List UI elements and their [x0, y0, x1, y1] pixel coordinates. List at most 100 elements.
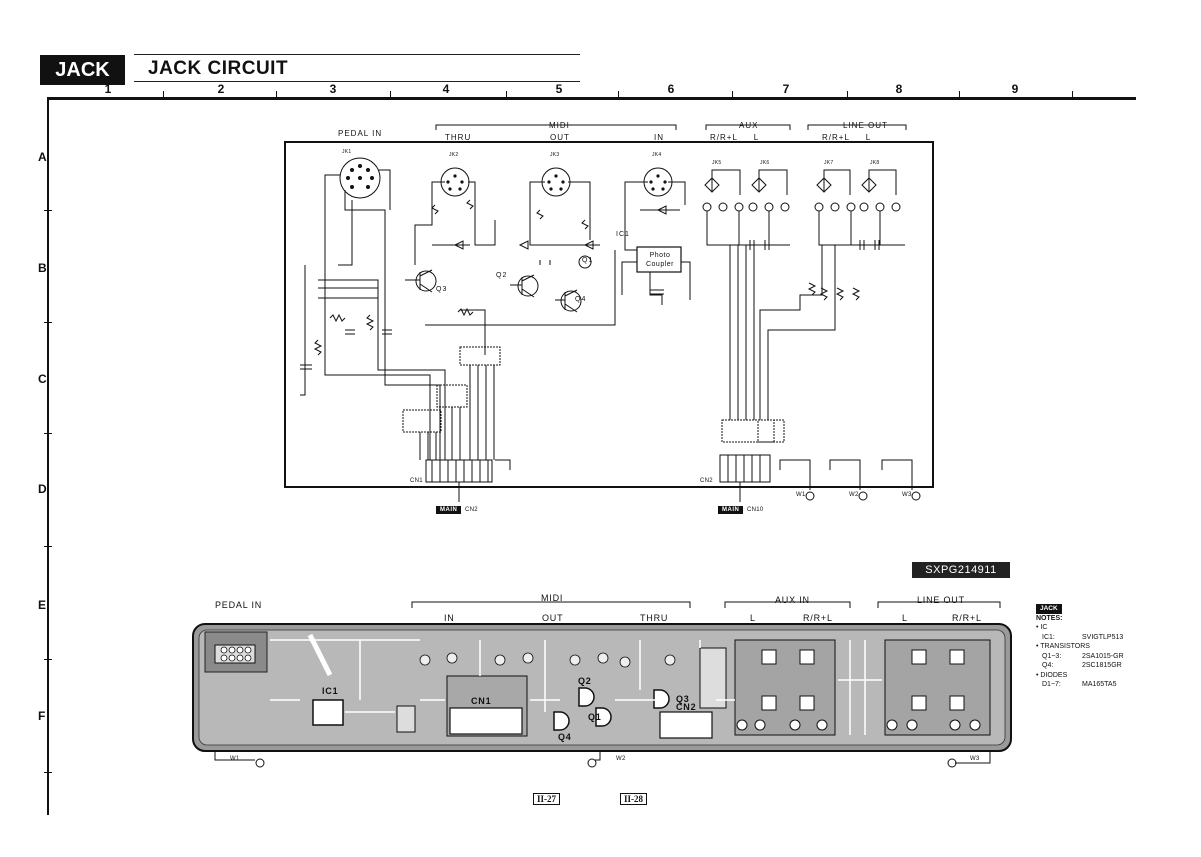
notes-ic1-key: IC1:	[1042, 633, 1055, 641]
schematic-cn1-label: CN1	[410, 478, 423, 484]
column-tick	[847, 91, 848, 99]
notes-d17-key: D1~7:	[1042, 681, 1061, 688]
column-number-1: 1	[104, 82, 112, 96]
row-tick	[44, 322, 52, 323]
section-badge: JACK	[40, 55, 125, 85]
pcb-ic1-label: IC1	[322, 686, 339, 696]
notes-q4-row: Q4: 2SC1815GR	[1036, 661, 1146, 671]
row-letter-b: B	[38, 261, 47, 275]
pcb-w2-label: W2	[616, 756, 626, 762]
row-tick	[44, 210, 52, 211]
pcb-in-label: IN	[444, 613, 455, 623]
row-tick	[44, 546, 52, 547]
pcb-ic1-outline	[312, 699, 344, 726]
jk4-din-socket	[643, 167, 673, 197]
pcb-out-label: OUT	[542, 613, 564, 623]
schematic-ic1-label: IC1	[616, 231, 630, 238]
schematic-pedal-in-label: PEDAL IN	[338, 129, 383, 138]
pcb-w1-label: W1	[230, 756, 240, 762]
notes-d17-value: MA165TA5	[1082, 681, 1117, 688]
jk6-label: JK6	[760, 160, 770, 166]
pcb-aux-in-label: AUX IN	[775, 595, 810, 605]
notes-q13-value: 2SA1015-GR	[1082, 652, 1124, 660]
schematic-out-label: OUT	[550, 133, 570, 142]
aux-terminal-circles	[702, 202, 901, 212]
main-cn10-badge: MAIN	[718, 506, 744, 514]
cn2-connector-box	[719, 454, 771, 483]
pcb-q4-label: Q4	[558, 732, 572, 742]
jk1-label: JK1	[342, 149, 352, 155]
column-number-4: 4	[442, 82, 450, 96]
notes-d17-row: D1~7: MA165TA5	[1036, 680, 1146, 690]
schematic-line-out-channels: R/R+L L	[822, 133, 872, 142]
schematic-in-label: IN	[654, 133, 664, 142]
column-tick	[163, 91, 164, 99]
schematic-w2-label: W2	[849, 492, 859, 498]
notes-title: NOTES:	[1036, 614, 1063, 622]
schematic-w1-label: W1	[796, 492, 806, 498]
schematic-line-out-label: LINE OUT	[843, 121, 888, 130]
jk7-label: JK7	[824, 160, 834, 166]
schematic-aux-label: AUX	[739, 121, 759, 130]
column-ruler	[48, 97, 1136, 100]
schematic-cn2-label: CN2	[700, 478, 713, 484]
jk2-din-socket	[440, 167, 470, 197]
schematic-q3-label: Q3	[436, 286, 448, 293]
row-letter-c: C	[38, 372, 47, 386]
column-tick	[506, 91, 507, 99]
row-letter-d: D	[38, 482, 47, 496]
main-cn2-label: CN2	[465, 507, 478, 513]
board-part-number: SXPG214911	[912, 562, 1010, 578]
cn1-connector-box	[425, 459, 493, 483]
pcb-q4	[553, 711, 570, 731]
l5-filter	[757, 419, 785, 443]
line-out-bracket	[807, 124, 907, 130]
pcb-q2	[578, 687, 595, 707]
title-rule-bottom	[134, 81, 580, 82]
schematic-q4-label: Q4	[575, 296, 587, 303]
title-rule-top	[134, 54, 580, 55]
row-letter-e: E	[38, 598, 47, 612]
l4-filter	[721, 419, 775, 443]
pcb-w3-label: W3	[970, 756, 980, 762]
notes-ic1-row: IC1: SVIGTLP513	[1036, 633, 1146, 643]
schematic-frame	[284, 141, 934, 488]
jk4-label: JK4	[652, 152, 662, 158]
column-number-2: 2	[217, 82, 225, 96]
main-cn2-badge: MAIN	[436, 506, 462, 514]
notes-diodes-heading: • DIODES	[1036, 671, 1068, 679]
notes-q4-key: Q4:	[1042, 662, 1054, 669]
pcb-cn1-label: CN1	[471, 696, 492, 706]
schematic-thru-label: THRU	[445, 133, 472, 142]
column-number-5: 5	[555, 82, 563, 96]
l1-filter	[402, 409, 442, 433]
photo-coupler-box	[636, 246, 682, 273]
column-tick	[390, 91, 391, 99]
jk8-label: JK8	[870, 160, 880, 166]
pcb-pedal-in-label: PEDAL IN	[215, 600, 263, 610]
pcb-cn2-header	[659, 711, 713, 739]
notes-q13-row: Q1~3: 2SA1015-GR	[1036, 652, 1146, 662]
w3-terminal	[911, 491, 921, 501]
notes-panel: JACK NOTES: • IC IC1: SVIGTLP513 • TRANS…	[1036, 604, 1146, 690]
main-cn10-label: CN10	[747, 507, 764, 513]
column-number-9: 9	[1011, 82, 1019, 96]
pcb-line-out-label: LINE OUT	[917, 595, 965, 605]
pcb-cn2-label: CN2	[676, 702, 697, 712]
jk3-din-socket	[541, 167, 571, 197]
schematic-w3-label: W3	[902, 492, 912, 498]
column-tick	[732, 91, 733, 99]
notes-q4-value: 2SC1815GR	[1082, 662, 1122, 669]
notes-q13-key: Q1~3:	[1042, 652, 1062, 660]
pcb-aux-r-label: R/R+L	[803, 613, 833, 623]
column-tick	[959, 91, 960, 99]
pcb-thru-label: THRU	[640, 613, 669, 623]
page-number-right: II-28	[620, 793, 648, 805]
pcb-q3-label: Q3	[676, 694, 690, 704]
l3-filter	[459, 346, 501, 366]
notes-badge: JACK	[1036, 604, 1062, 614]
column-tick	[1072, 91, 1073, 99]
page-number-left: II-27	[533, 793, 561, 805]
column-number-6: 6	[667, 82, 675, 96]
row-letter-a: A	[38, 150, 47, 164]
